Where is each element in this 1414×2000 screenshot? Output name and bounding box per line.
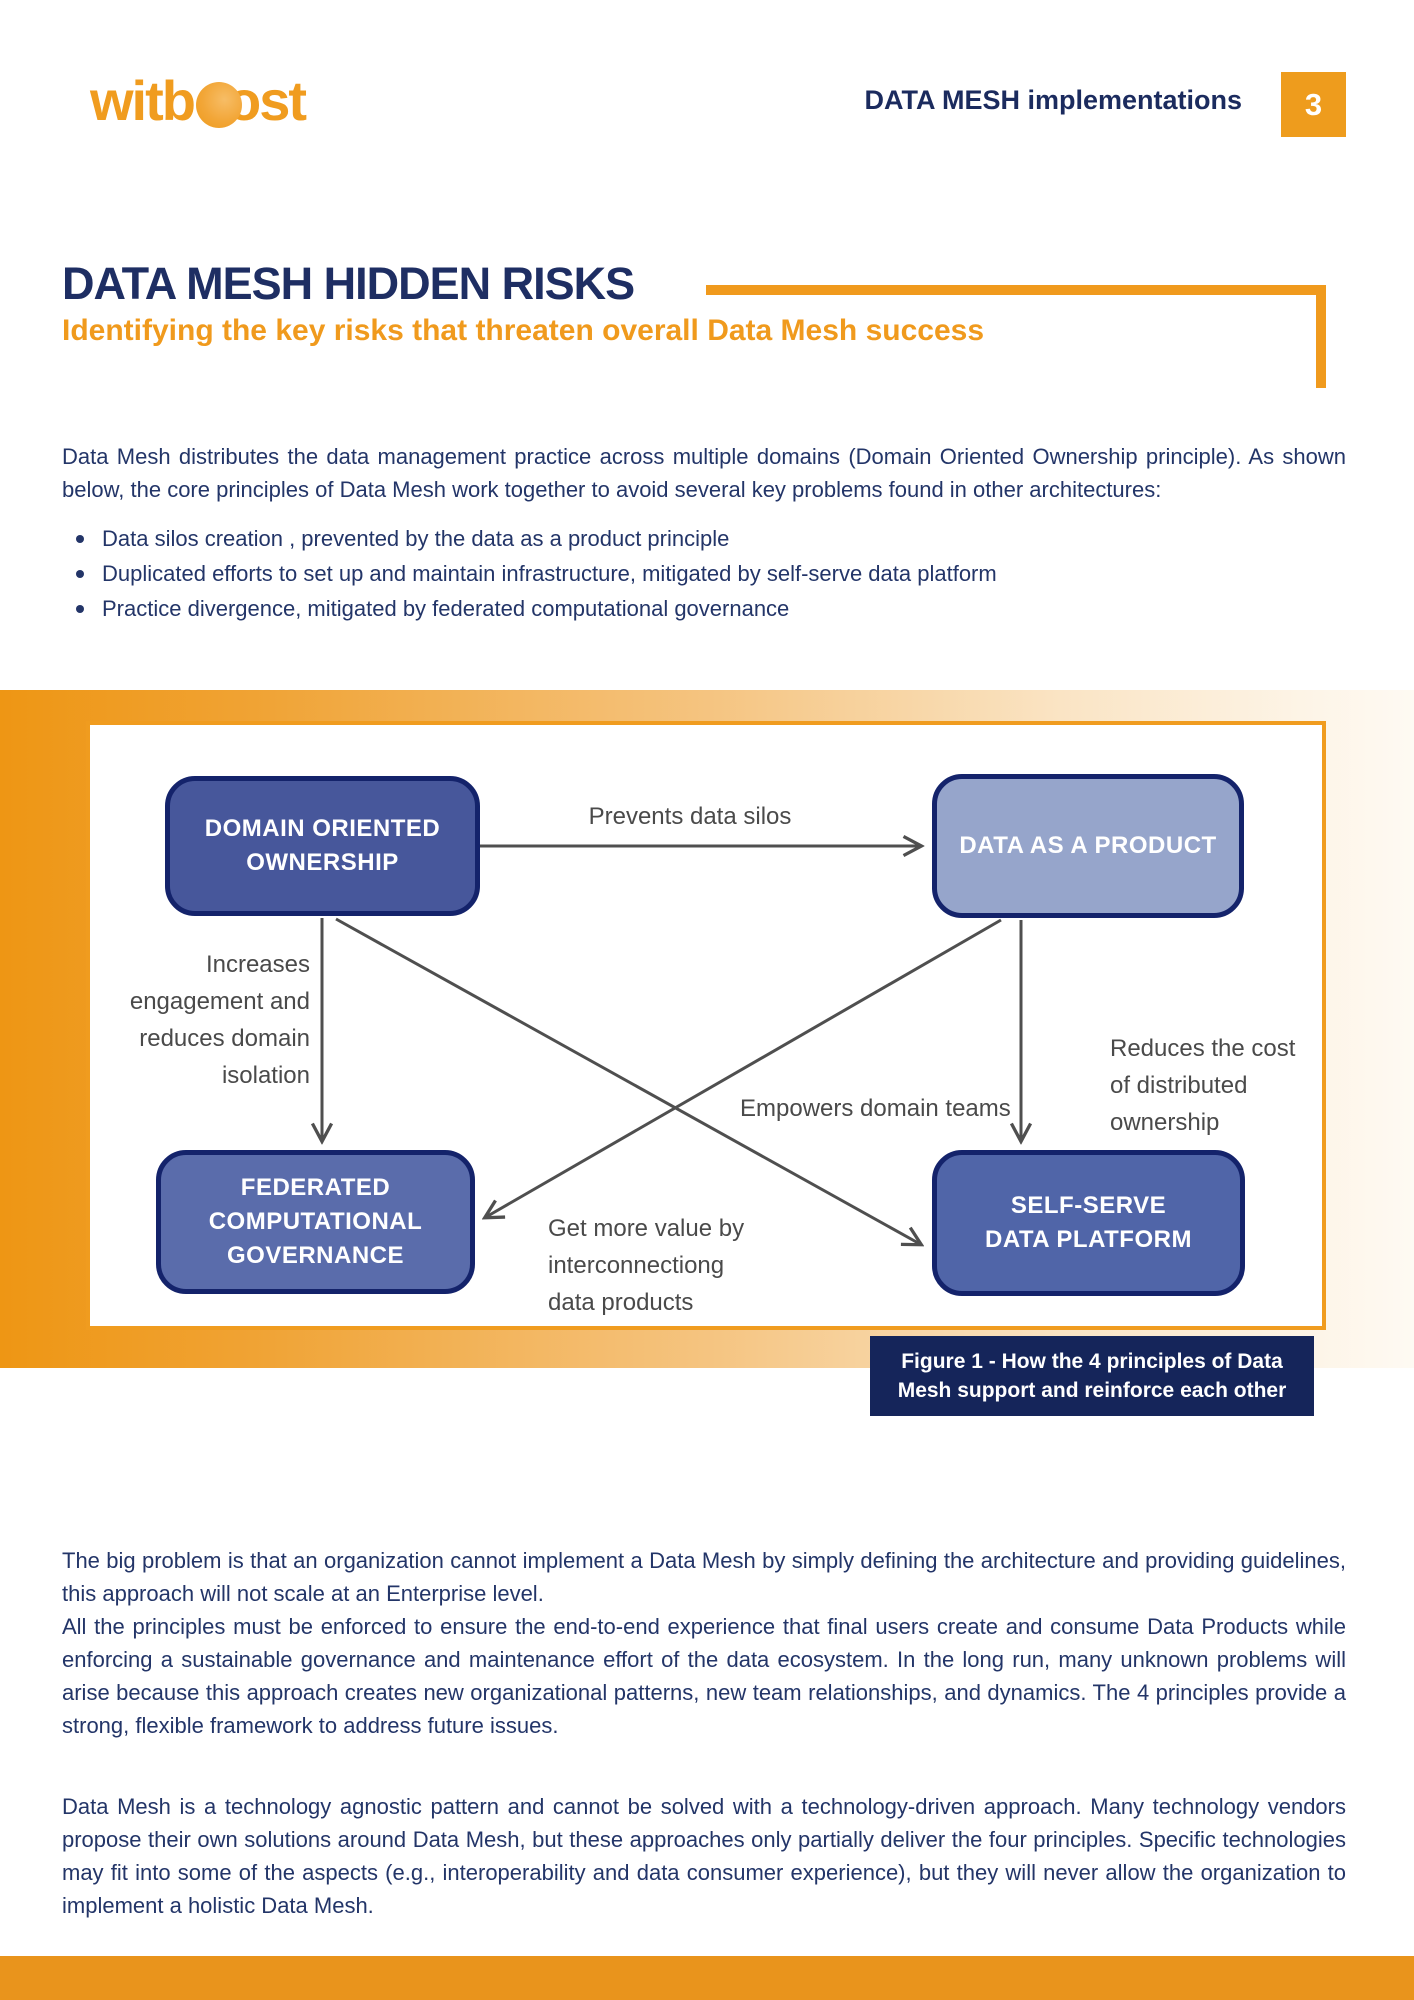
intro-paragraph: Data Mesh distributes the data managemen… [62, 444, 1346, 502]
label-reduces-cost: Reduces the cost of distributed ownershi… [1110, 1035, 1296, 1136]
node-data-as-a-product: DATA AS A PRODUCT [932, 774, 1244, 918]
bullet-text: Duplicated efforts to set up and maintai… [102, 561, 997, 586]
body-paragraph-2: Data Mesh is a technology agnostic patte… [62, 1794, 1346, 1918]
bullet-dot-icon [76, 605, 84, 613]
page-number-badge: 3 [1281, 72, 1346, 137]
title-rule-vertical [1316, 285, 1326, 388]
bullet-text: Practice divergence, mitigated by federa… [102, 596, 790, 621]
list-item: Data silos creation , prevented by the d… [66, 527, 1346, 551]
body-paragraph-1a: The big problem is that an organization … [62, 1548, 1346, 1606]
bullet-text: Data silos creation , prevented by the d… [102, 526, 730, 551]
figure-caption: Figure 1 - How the 4 principles of Data … [870, 1336, 1314, 1416]
diagram-arrows [86, 721, 1326, 1330]
page-subtitle: Identifying the key risks that threaten … [62, 314, 985, 347]
title-rule-horizontal [706, 285, 1326, 295]
header-document-title: DATA MESH implementations [864, 85, 1242, 115]
node-federated-computational-governance: FEDERATED COMPUTATIONAL GOVERNANCE [156, 1150, 475, 1294]
page-title: DATA MESH HIDDEN RISKS [62, 258, 635, 309]
bullet-dot-icon [76, 535, 84, 543]
footer-bar [0, 1956, 1414, 2000]
node-self-serve-data-platform: SELF-SERVE DATA PLATFORM [932, 1150, 1245, 1296]
body-paragraph-1b: All the principles must be enforced to e… [62, 1614, 1346, 1738]
bullet-dot-icon [76, 570, 84, 578]
label-increases-engagement: Increases engagement and reduces domain … [129, 951, 310, 1089]
label-prevents-data-silos: Prevents data silos [588, 803, 792, 830]
list-item: Duplicated efforts to set up and maintai… [66, 562, 1346, 586]
label-get-more-value: Get more value by interconnectiong data … [548, 1215, 745, 1316]
bullet-list: Data silos creation , prevented by the d… [66, 527, 1346, 632]
node-domain-oriented-ownership: DOMAIN ORIENTED OWNERSHIP [165, 776, 480, 916]
arrow-get-more-value [486, 918, 1002, 1217]
logo-circle-icon [195, 81, 242, 128]
body-paragraph-1: The big problem is that an organization … [62, 1544, 1346, 1742]
list-item: Practice divergence, mitigated by federa… [66, 597, 1346, 621]
witboost-logo: witb ost [90, 68, 307, 133]
label-empowers-domain-teams: Empowers domain teams [740, 1095, 1011, 1122]
arrow-empowers-domain-teams [335, 917, 920, 1244]
logo-text-prefix: witb [90, 69, 196, 132]
